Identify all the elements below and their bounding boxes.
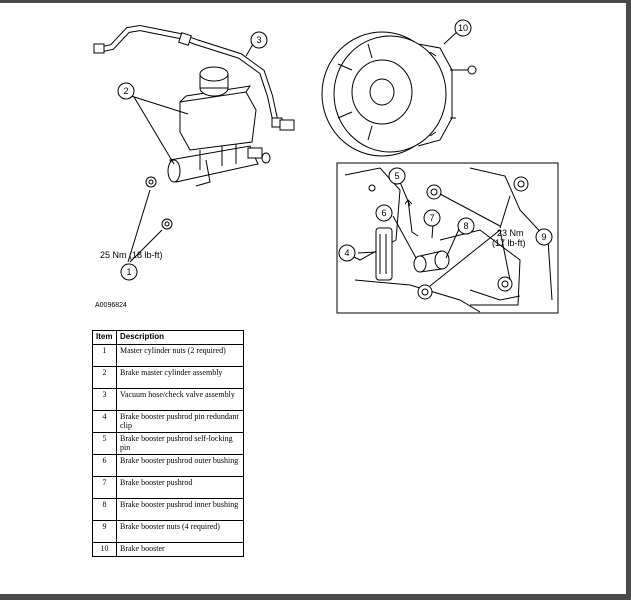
column-header-description: Description — [116, 330, 244, 345]
callout-circle-4 — [338, 244, 356, 262]
callout-circle-9 — [535, 228, 553, 246]
callout-circle-8 — [457, 217, 475, 235]
leader-8 — [445, 228, 460, 259]
vacuum-hose-illustration — [93, 24, 295, 131]
figure-id: A0096824 — [95, 302, 127, 309]
item-number: 4 — [92, 410, 117, 433]
item-description: Vacuum hose/check valve assembly — [116, 388, 244, 411]
item-description: Brake booster pushrod inner bushing — [116, 498, 244, 521]
torque-label-booster-nm: 23 Nm — [497, 228, 524, 238]
callout-number: 2 — [123, 86, 128, 96]
leader-6 — [392, 215, 417, 259]
item-description: Brake booster pushrod outer bushing — [116, 454, 244, 477]
leader-9 — [429, 193, 511, 287]
item-description: Master cylinder nuts (2 required) — [116, 344, 244, 367]
item-description: Brake booster pushrod self-locking pin — [116, 432, 244, 455]
callout-circle-7 — [423, 209, 441, 227]
leader-1 — [127, 189, 163, 263]
item-description: Brake booster pushrod pin redundant clip — [116, 410, 244, 433]
item-number: 3 — [92, 388, 117, 411]
item-number: 9 — [92, 520, 117, 543]
callout-circle-10 — [454, 19, 472, 37]
callout-number: 4 — [344, 248, 349, 258]
detail-view-illustration — [336, 162, 559, 314]
callout-circle-3 — [250, 31, 268, 49]
item-description: Brake booster pushrod — [116, 476, 244, 499]
item-number: 6 — [92, 454, 117, 477]
callout-circle-2 — [117, 82, 135, 100]
item-description: Brake master cylinder assembly — [116, 366, 244, 389]
item-number: 5 — [92, 432, 117, 455]
callout-number: 5 — [394, 171, 399, 181]
callout-number: 8 — [463, 221, 468, 231]
master-cylinder-illustration — [167, 66, 271, 187]
window-right-border — [626, 0, 631, 600]
leader-2 — [130, 95, 189, 165]
leader-5 — [399, 181, 411, 207]
callout-number: 10 — [458, 23, 468, 33]
item-number: 2 — [92, 366, 117, 389]
item-number: 1 — [92, 344, 117, 367]
callout-circle-5 — [388, 167, 406, 185]
leader-4 — [357, 251, 377, 254]
item-number: 7 — [92, 476, 117, 499]
item-description: Brake booster — [116, 542, 244, 557]
item-description: Brake booster nuts (4 required) — [116, 520, 244, 543]
callout-number: 9 — [541, 232, 546, 242]
item-number: 10 — [92, 542, 117, 557]
callout-number: 3 — [256, 35, 261, 45]
callout-number: 7 — [429, 213, 434, 223]
callout-number: 6 — [381, 208, 386, 218]
torque-label-booster-lbft: (17 lb-ft) — [492, 238, 526, 248]
callout-circle-6 — [375, 204, 393, 222]
torque-label-master: 25 Nm (18 lb-ft) — [100, 250, 163, 260]
callout-circle-1 — [120, 263, 138, 281]
callout-number: 1 — [126, 267, 131, 277]
window-top-border — [0, 0, 631, 3]
table-header-row: Item Description — [92, 330, 244, 345]
item-number: 8 — [92, 498, 117, 521]
leader-3 — [245, 43, 254, 57]
master-cylinder-nuts-illustration — [145, 176, 173, 230]
column-header-item: Item — [92, 330, 117, 345]
brake-booster-illustration — [321, 31, 477, 157]
window-bottom-border — [0, 594, 631, 600]
